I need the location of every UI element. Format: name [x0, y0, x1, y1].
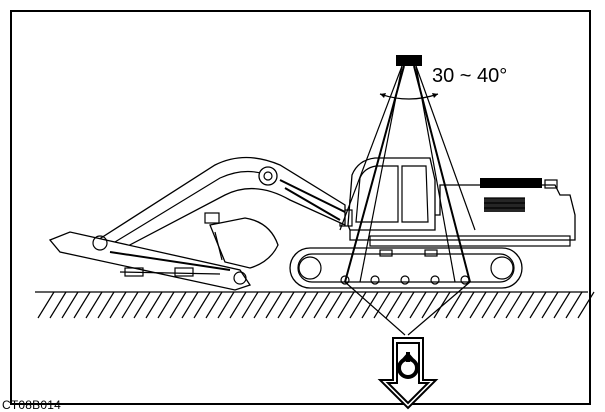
angle-indicator: 30 ~ 40°: [379, 65, 507, 100]
bucket: [204, 212, 279, 269]
ground-hatch: [35, 291, 595, 319]
ground-lines: [344, 281, 471, 336]
figure-frame: [10, 10, 591, 405]
angle-label: 30 ~ 40°: [432, 65, 507, 87]
excavator: [48, 156, 576, 291]
figure-code: CT08B014: [2, 398, 61, 412]
arm: [48, 231, 252, 291]
boom-cylinder: [279, 179, 346, 221]
crawler-track: [289, 247, 523, 289]
lifting-slings: [339, 55, 476, 283]
lifting-hook-icon: [377, 337, 439, 410]
boom: [88, 156, 346, 259]
